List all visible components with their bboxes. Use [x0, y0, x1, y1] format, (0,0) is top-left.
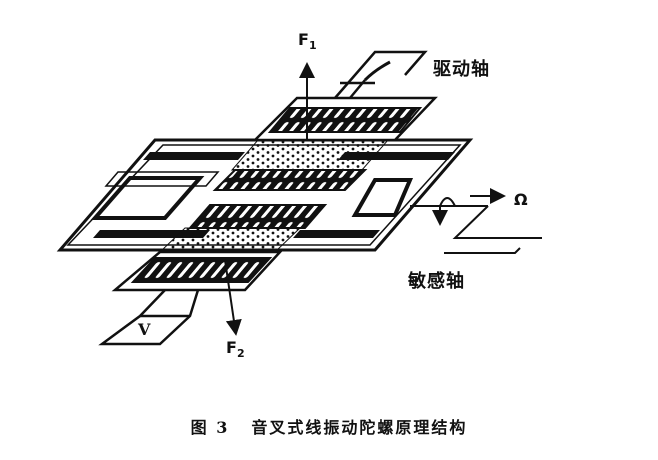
- force-f2-arrow: [224, 259, 242, 336]
- voltage-pad: [98, 289, 200, 346]
- figure-caption: 图 3 音叉式线振动陀螺原理结构: [0, 414, 658, 438]
- middle-comb-upper: [212, 169, 368, 191]
- bottom-proof-mass: [158, 227, 302, 253]
- rotation-omega-label: Ω: [514, 190, 528, 209]
- left-anchor-pad: [90, 176, 205, 220]
- right-anchor-pad: [351, 178, 414, 217]
- drive-axis-label: 驱动轴: [433, 59, 490, 80]
- middle-comb-lower: [187, 204, 328, 229]
- figure-title: 音叉式线振动陀螺原理结构: [251, 418, 468, 437]
- top-proof-mass: [230, 139, 390, 171]
- force-f1-label: F1: [298, 30, 317, 52]
- figure-number: 图 3: [190, 418, 230, 437]
- voltage-label: V: [138, 320, 151, 339]
- force-f2-label: F2: [226, 338, 245, 360]
- sense-axis: [410, 188, 542, 254]
- sense-axis-label: 敏感轴: [408, 271, 465, 292]
- bottom-comb: [130, 257, 273, 283]
- drive-pad: [334, 50, 428, 99]
- top-comb: [267, 107, 423, 133]
